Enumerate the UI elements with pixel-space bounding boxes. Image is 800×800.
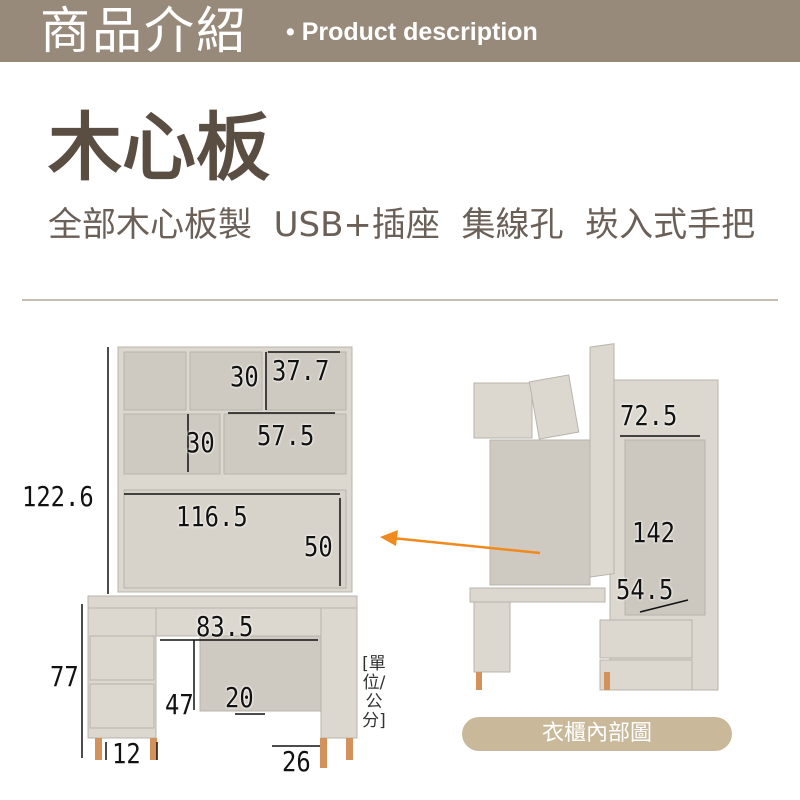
header-title-en: • Product description — [286, 18, 538, 46]
dim-middle-shelf-width: 57.5 — [257, 419, 315, 452]
dim-leg-gap: 12 — [112, 737, 141, 770]
feature-list: 全部木心板製 USB+插座 集線孔 崁入式手把 — [48, 205, 756, 245]
dim-middle-shelf-height: 30 — [186, 426, 215, 459]
dim-desk-depth: 26 — [282, 745, 311, 778]
dim-hutch-open-height: 50 — [304, 530, 333, 563]
dim-hutch-cell-height: 30 — [230, 360, 259, 393]
dim-knee-height: 47 — [165, 688, 194, 721]
dim-desk-drawer-width: 83.5 — [196, 610, 254, 643]
dim-hutch-cell-depth: 37.7 — [272, 354, 330, 387]
material-title: 木心板 — [48, 105, 270, 191]
wardrobe-image — [469, 343, 719, 691]
header-title-zh: 商品介紹 — [40, 2, 248, 60]
divider — [22, 299, 778, 301]
wardrobe-interior-caption: 衣櫃內部圖 — [462, 717, 732, 751]
unit-label: [單位/公分] — [362, 654, 386, 731]
dim-wardrobe-width: 72.5 — [620, 399, 678, 432]
dim-desk-height: 77 — [50, 660, 79, 693]
arrow-icon — [380, 530, 541, 555]
header-bar: 商品介紹 • Product description — [0, 0, 800, 62]
dim-hutch-width: 116.5 — [176, 500, 248, 533]
desk-hutch-image — [87, 346, 358, 768]
dim-total-height: 122.6 — [22, 480, 94, 513]
dim-step-depth: 20 — [225, 681, 254, 714]
dimension-lines — [81, 347, 341, 760]
dim-wardrobe-depth: 54.5 — [616, 573, 674, 606]
dim-wardrobe-height: 142 — [632, 516, 675, 549]
